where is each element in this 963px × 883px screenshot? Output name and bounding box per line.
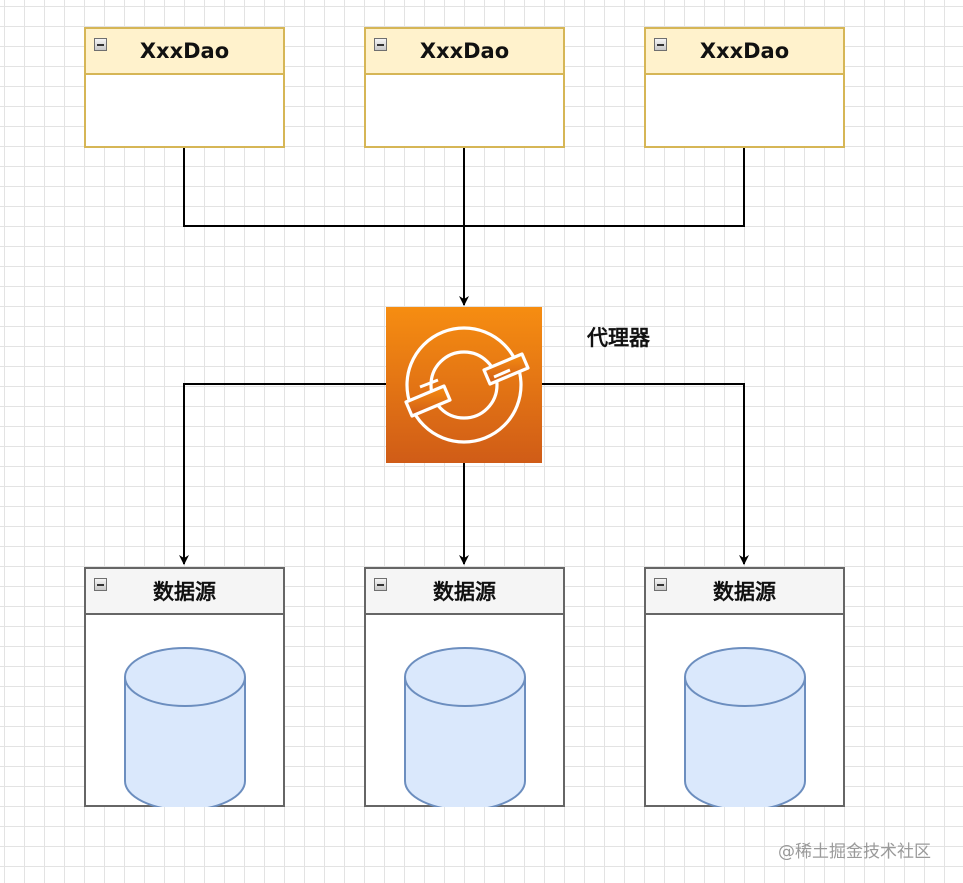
datasource-header: 数据源 [646, 569, 843, 615]
collapse-icon[interactable] [374, 38, 387, 51]
database-cylinder-icon [124, 647, 246, 811]
ring-bracket-left-inner [419, 378, 439, 389]
proxy-label: 代理器 [587, 326, 650, 350]
collapse-icon[interactable] [94, 578, 107, 591]
dao-title: XxxDao [419, 39, 510, 63]
connector-dao-3-merge [464, 147, 745, 227]
datasource-title: 数据源 [153, 580, 216, 604]
datasource-title: 数据源 [713, 580, 776, 604]
ring-bracket-right-inner [493, 368, 511, 379]
dao-title: XxxDao [139, 39, 230, 63]
dao-box-1[interactable]: XxxDao [84, 27, 285, 148]
datasource-title: 数据源 [433, 580, 496, 604]
collapse-icon[interactable] [374, 578, 387, 591]
database-cylinder-icon [684, 647, 806, 811]
collapse-icon[interactable] [654, 578, 667, 591]
proxy-icon[interactable] [386, 307, 542, 463]
connector-proxy-to-datasource-1 [179, 383, 386, 565]
collapse-icon[interactable] [654, 38, 667, 51]
connector-proxy-to-datasource-3 [542, 383, 749, 565]
connector-dao-1-merge [183, 147, 464, 227]
dao-header: XxxDao [86, 29, 283, 75]
openshift-ring-icon [405, 326, 523, 444]
dao-box-2[interactable]: XxxDao [364, 27, 565, 148]
ring-bracket-left [404, 384, 452, 418]
datasource-header: 数据源 [366, 569, 563, 615]
watermark: @稀土掘金技术社区 [778, 842, 931, 862]
proxy-icon-background [386, 307, 542, 463]
collapse-icon[interactable] [94, 38, 107, 51]
datasource-box-1[interactable]: 数据源 [84, 567, 285, 811]
dao-header: XxxDao [646, 29, 843, 75]
database-cylinder-icon [404, 647, 526, 811]
dao-header: XxxDao [366, 29, 563, 75]
dao-box-3[interactable]: XxxDao [644, 27, 845, 148]
datasource-box-2[interactable]: 数据源 [364, 567, 565, 811]
datasource-box-3[interactable]: 数据源 [644, 567, 845, 811]
datasource-header: 数据源 [86, 569, 283, 615]
dao-title: XxxDao [699, 39, 790, 63]
